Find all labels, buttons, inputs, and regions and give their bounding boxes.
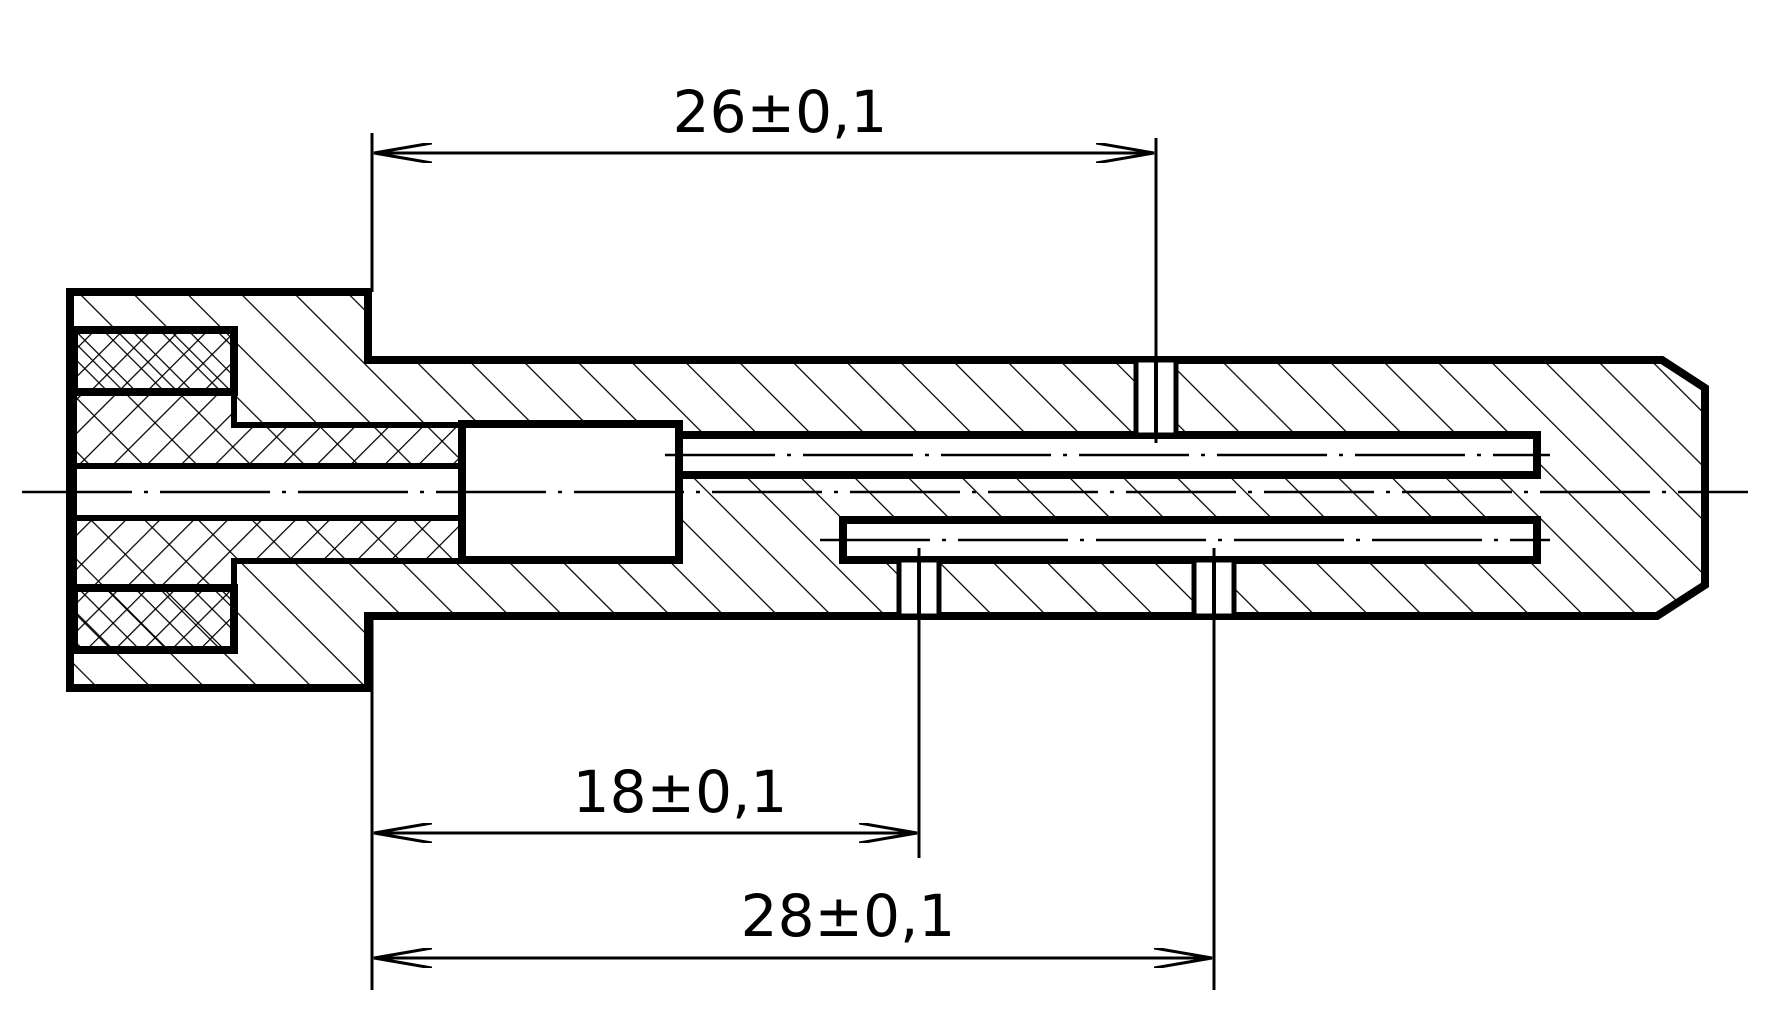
dimension-middle-label: 18±0,1 [573,758,788,826]
centerlines [22,453,1748,542]
dimension-bottom-label: 28±0,1 [741,882,956,950]
lower-crosshatch-insert [70,584,238,654]
main-body [66,288,1709,692]
dimension-bottom: 28±0,1 [374,548,1216,990]
upper-crosshatch-insert [70,326,238,396]
dimension-top: 26±0,1 [370,78,1158,443]
dimension-top-label: 26±0,1 [673,78,888,146]
dimension-middle: 18±0,1 [370,548,921,990]
